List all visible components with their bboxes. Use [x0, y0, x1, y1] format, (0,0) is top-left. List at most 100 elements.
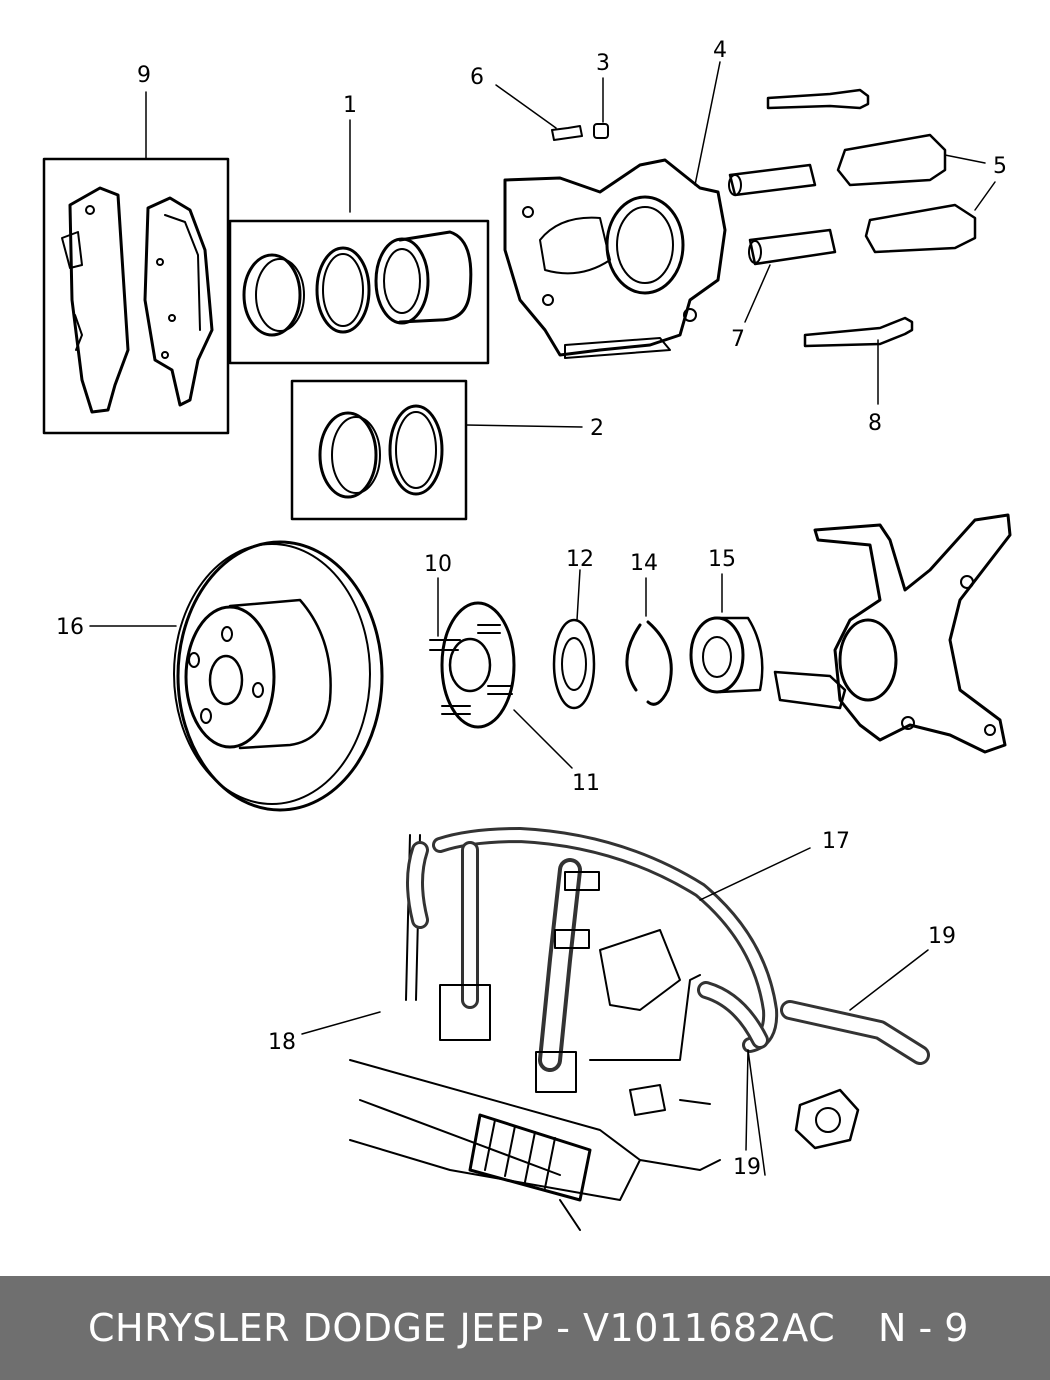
guide-pin-bolt-bottom — [803, 316, 914, 348]
label-11: 11 — [572, 771, 600, 796]
main-hose-inner — [542, 862, 578, 1068]
leader-11 — [513, 709, 573, 769]
rotor-hub-face — [184, 605, 276, 749]
brake-pads-group: 9 — [42, 63, 230, 435]
rotor-stud-hole — [221, 626, 233, 642]
label-7: 7 — [731, 327, 745, 352]
knuckle-arm — [773, 670, 847, 710]
dust-boot-inner — [255, 258, 305, 332]
caliper-bore-inner — [616, 206, 674, 284]
brake-pads-box — [42, 157, 230, 435]
label-15: 15 — [708, 547, 736, 572]
outer-brake-pad — [143, 196, 214, 407]
outer-pad-hole — [156, 258, 164, 266]
tie-rod — [349, 1059, 641, 1201]
label-4: 4 — [713, 38, 727, 63]
hose-19-upper-inner — [700, 984, 766, 1046]
sleeve-upper-end — [728, 174, 742, 196]
hose-19-right-inner — [783, 1003, 927, 1062]
knuckle-hole — [901, 716, 915, 730]
caliper-bore — [605, 195, 685, 295]
brake-caliper — [503, 158, 727, 357]
dust-boot — [242, 253, 302, 337]
leader-19-upper — [849, 949, 929, 1011]
label-8: 8 — [868, 411, 882, 436]
knuckle-hole — [960, 575, 974, 589]
hose-crimp — [554, 929, 590, 949]
rotor-hat — [228, 598, 332, 750]
caliper-hole — [522, 206, 534, 218]
leader-19-lower — [745, 1049, 749, 1151]
label-14: 14 — [630, 551, 658, 576]
lower-arm — [639, 1159, 721, 1171]
snap-ring — [625, 620, 673, 706]
hub-pilot — [448, 637, 492, 693]
seal-kit-group: 2 — [290, 379, 604, 521]
bearing-face — [689, 616, 745, 694]
lower-structure — [359, 1099, 581, 1231]
wheel-stud — [441, 705, 471, 715]
inner-brake-pad — [68, 186, 130, 414]
seal-kit-ring-inner — [395, 411, 437, 489]
piston-kit-box — [228, 219, 490, 365]
caliper-window — [539, 216, 611, 275]
hose-installation-group: 17 18 19 19 — [268, 827, 956, 1231]
brake-line-frame-inner — [409, 844, 426, 926]
footer-part-number: CHRYSLER DODGE JEEP - V1011682AC — [88, 1306, 836, 1350]
leader-2 — [465, 424, 583, 428]
rotor-stud-hole — [200, 708, 212, 724]
guide-pin-bolt-top — [766, 88, 870, 110]
hardware-group: 5 7 8 — [728, 88, 1007, 436]
rotor-stud-hole — [188, 652, 200, 668]
outer-pad-hole — [168, 314, 176, 322]
brake-assembly-diagram: 9 1 2 4 3 — [42, 38, 1012, 1231]
hub-group: 10 11 — [424, 552, 600, 796]
bleeder-screw — [551, 125, 583, 141]
hex-nut — [794, 1088, 860, 1150]
wheel-hub — [440, 601, 516, 729]
hose-crimp — [564, 871, 600, 891]
leader-6 — [495, 84, 557, 129]
wheel-bearing — [713, 616, 764, 694]
sleeve-upper — [728, 163, 817, 197]
knuckle-bore — [838, 618, 898, 702]
rotor-group: 16 — [56, 540, 384, 812]
label-5: 5 — [993, 154, 1007, 179]
footer-bar — [0, 1276, 1050, 1380]
brake-hose-17-inner — [435, 830, 776, 1050]
label-17: 17 — [822, 829, 850, 854]
wheel-stud — [477, 624, 501, 634]
outer-pad-hole — [161, 351, 169, 359]
seal-kit-box — [290, 379, 468, 521]
piston-face — [374, 237, 430, 325]
bleeder-cap — [593, 123, 609, 139]
leader-5b — [974, 181, 996, 211]
knuckle-hole — [984, 724, 996, 736]
caliper-group: 4 3 6 — [470, 38, 727, 359]
caliper-base — [564, 337, 671, 359]
label-12: 12 — [566, 547, 594, 572]
bracket-arm — [589, 974, 701, 1061]
leader-4 — [694, 61, 721, 186]
wheel-stud — [487, 685, 513, 695]
label-18: 18 — [268, 1030, 296, 1055]
leader-18 — [301, 1011, 381, 1035]
leader-17 — [699, 847, 811, 901]
knuckle-group — [773, 513, 1012, 754]
brake-rotor-edge — [173, 543, 371, 805]
rotor-center-hole — [208, 654, 244, 706]
hex-nut-face — [815, 1107, 841, 1133]
piston-seal — [315, 246, 371, 334]
bearing-bore — [702, 636, 732, 678]
piston-face-inner — [383, 248, 421, 314]
pad-hole — [85, 205, 95, 215]
hose-fitting — [439, 984, 491, 1041]
piston-kit-group: 1 — [228, 93, 490, 365]
label-10: 10 — [424, 552, 452, 577]
label-16: 16 — [56, 615, 84, 640]
wheel-stud — [429, 639, 461, 651]
caliper-piston — [398, 230, 473, 324]
pad-clip-lower — [74, 314, 83, 351]
brake-rotor — [176, 540, 384, 812]
